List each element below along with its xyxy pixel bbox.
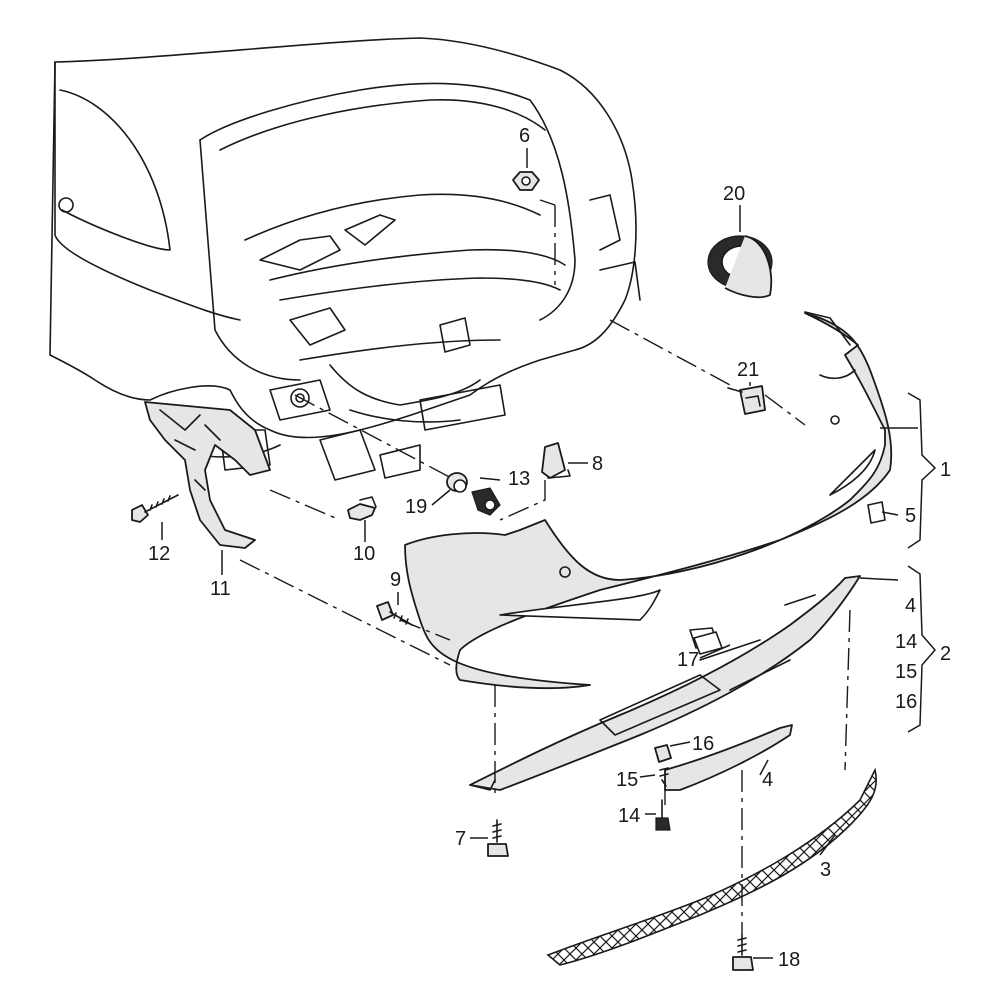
part-9-screw [376,601,413,626]
callout-21: 21 [737,359,759,381]
part-10-clip [347,496,377,521]
callout-3: 3 [820,859,831,881]
part-5-cover-cap [867,501,886,524]
part-8-expanding-nut [541,442,571,479]
callout-19: 19 [405,496,427,518]
callout-14-group: 14 [895,631,917,653]
callout-labels: 1 2 3 4 4 5 6 7 8 9 10 11 12 13 14 14 15… [148,125,951,971]
part-18-screw [732,934,754,971]
part-12-screw [131,494,179,523]
callout-7: 7 [455,828,466,850]
callout-11: 11 [210,578,231,600]
callout-6: 6 [519,125,530,147]
assembly-lines [239,199,851,935]
part-6-nut [512,171,540,191]
part-19-grommet [446,472,468,493]
part-14-screw [655,799,671,831]
callout-2: 2 [940,643,951,665]
part-1-bumper-cover [404,311,893,690]
callout-1: 1 [940,459,951,481]
part-11-bumper-bracket [144,401,271,549]
part-15-clip [659,767,669,787]
callout-10: 10 [353,543,375,565]
part-7-screw [487,819,509,857]
callout-16-group: 16 [895,691,917,713]
callout-14: 14 [618,805,640,827]
callout-5: 5 [905,505,916,527]
group-bracket-2 [907,565,936,733]
callout-9: 9 [390,569,401,591]
part-4-bracket [664,724,793,791]
part-3-spoiler [546,767,877,966]
callout-16: 16 [692,733,714,755]
callout-15: 15 [616,769,638,791]
callout-4-lower: 4 [762,769,773,791]
part-21-clip [727,385,766,415]
part-16-nut [654,744,672,763]
callout-17: 17 [677,649,699,671]
group-bracket-1 [907,392,937,549]
callout-4-upper: 4 [905,595,916,617]
callout-13: 13 [508,468,530,490]
callout-20: 20 [723,183,745,205]
callout-12: 12 [148,543,170,565]
part-13-connector [471,487,501,516]
callout-18: 18 [778,949,800,971]
vehicle-body-outline [49,37,641,481]
callout-8: 8 [592,453,603,475]
callout-15-group: 15 [895,661,917,683]
part-20-tape-roll [707,235,773,299]
leader-lines [161,148,918,959]
